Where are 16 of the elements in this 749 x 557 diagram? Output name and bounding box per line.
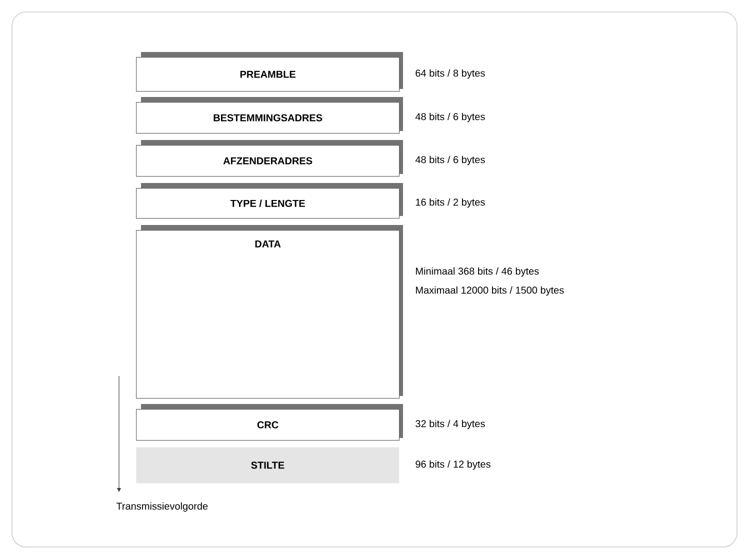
field-box: AFZENDERADRES — [136, 140, 403, 177]
field-box: STILTE — [136, 447, 400, 484]
field-box: TYPE / LENGTE — [136, 183, 403, 219]
axis-label: Transmissievolgorde — [116, 502, 208, 512]
field-box: PREAMBLE — [136, 52, 403, 92]
size-label: Maximaal 12000 bits / 1500 bytes — [416, 286, 564, 296]
field-box: CRC — [136, 404, 403, 441]
size-label: 48 bits / 6 bytes — [415, 156, 485, 166]
size-label: 16 bits / 2 bytes — [416, 198, 485, 208]
size-label: 48 bits / 6 bytes — [415, 112, 485, 122]
size-label: 96 bits / 12 bytes — [416, 460, 490, 470]
size-label: 32 bits / 4 bytes — [416, 420, 485, 430]
size-label: Minimaal 368 bits / 46 bytes — [416, 267, 539, 277]
field-box: BESTEMMINGSADRES — [136, 97, 403, 134]
size-label: 64 bits / 8 bytes — [416, 69, 485, 79]
field-box: DATA — [136, 225, 403, 399]
